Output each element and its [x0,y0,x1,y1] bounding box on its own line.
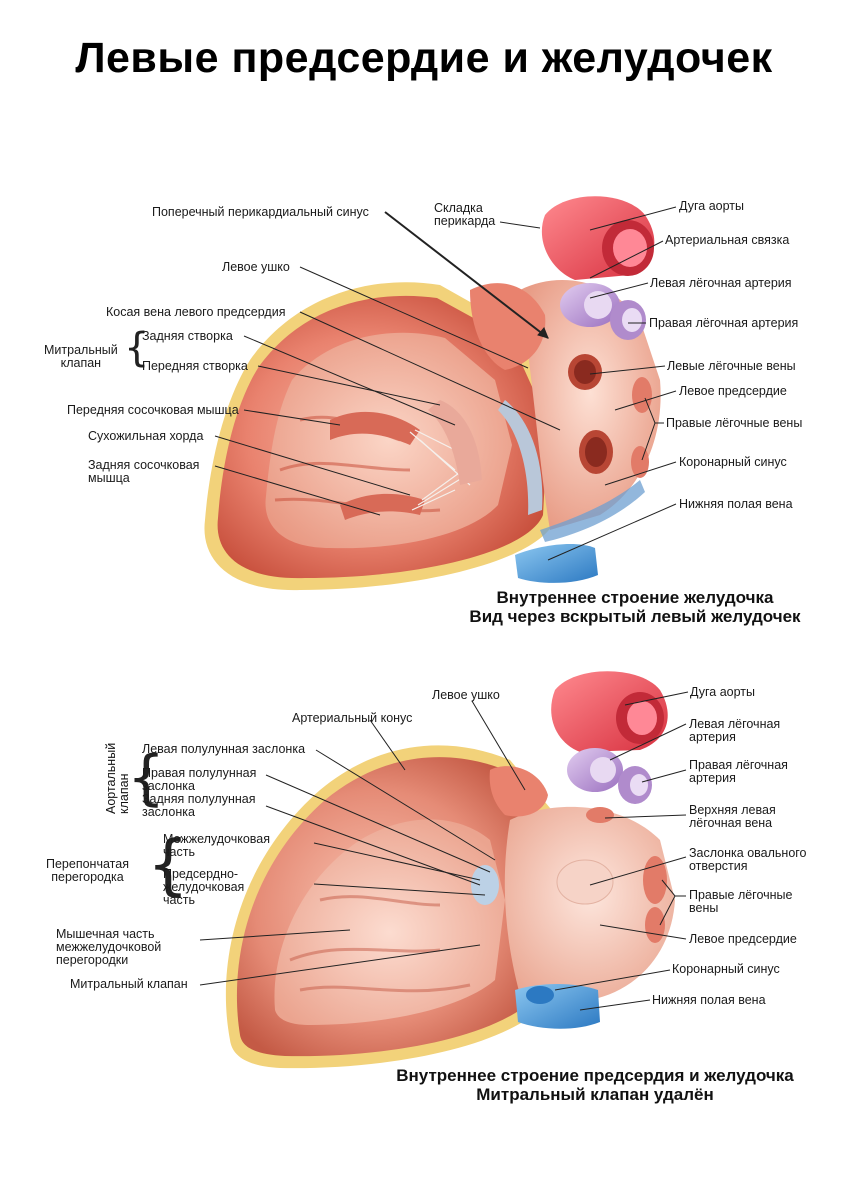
label-right-pulm-veins-1: Правые лёгочные вены [666,416,803,430]
label-oblique-vein: Косая вена левого предсердия [106,305,286,319]
label-transverse-sinus: Поперечный перикардиальный синус [152,205,369,219]
figure2-leader-lines [199,691,689,1011]
label-posterior-papillary: Задняя сосочковая мышца [88,458,200,485]
label-coronary-sinus-1: Коронарный синус [679,455,787,469]
label-aortic-arch-1: Дуга аорты [679,199,744,213]
label-ivc-2: Нижняя полая вена [652,993,766,1007]
label-membranous-septum: Перепончатая перегородка [46,857,129,884]
figure2-caption-line1: Внутреннее строение предсердия и желудоч… [396,1066,794,1085]
label-right-pulm-artery-1: Правая лёгочная артерия [649,316,799,330]
figure1-caption-line2: Вид через вскрытый левый желудочек [469,607,801,626]
label-atrioventricular-part: Предсердно- желудочковая часть [163,867,245,907]
label-mitral-valve-1: Митральный клапан [44,343,118,370]
label-coronary-sinus-2: Коронарный синус [672,962,780,976]
label-left-semilunar: Левая полулунная заслонка [142,742,306,756]
label-left-auricle-2: Левое ушко [432,688,500,702]
label-ivc-1: Нижняя полая вена [679,497,793,511]
label-arterial-cone: Артериальный конус [292,711,413,725]
brace-mitral-1: { [124,325,150,371]
brace-membranous-septum: { [147,826,189,903]
label-oval-foramen-valve: Заслонка овального отверстия [689,846,807,873]
label-interventricular-part: Межжелудочковая часть [163,832,271,859]
label-mitral-valve-2: Митральный клапан [70,977,188,991]
figure1-leader-lines [214,206,677,561]
label-arterial-ligament: Артериальная связка [665,233,790,247]
label-left-atrium-1: Левое предсердие [679,384,787,398]
label-right-pulm-artery-2: Правая лёгочная артерия [689,758,788,785]
label-right-semilunar: Правая полулунная заслонка [142,766,257,793]
label-left-pulm-artery-2: Левая лёгочная артерия [689,717,781,744]
label-pericardial-fold: Складка перикарда [434,201,496,228]
label-chordae: Сухожильная хорда [88,429,204,443]
label-posterior-semilunar: Задняя полулунная заслонка [142,792,256,819]
label-posterior-cusp: Задняя створка [142,329,233,343]
label-aortic-arch-2: Дуга аорты [690,685,755,699]
page-title: Левые предсердие и желудочек [75,34,773,82]
heart-1 [204,196,661,591]
label-upper-left-pulm-vein: Верхняя левая лёгочная вена [689,803,776,830]
label-anterior-papillary: Передняя сосочковая мышца [67,403,239,417]
label-left-atrium-2: Левое предсердие [689,932,797,946]
label-right-pulm-veins-2: Правые лёгочные вены [689,888,793,915]
label-anterior-cusp: Передняя створка [142,359,248,373]
brace-aortic-valve: { [127,743,166,813]
label-left-auricle-1: Левое ушко [222,260,290,274]
label-muscular-septum: Мышечная часть межжелудочковой перегород… [56,927,162,967]
figure1-caption-line1: Внутреннее строение желудочка [496,588,774,607]
figure2-caption-line2: Митральный клапан удалён [476,1085,714,1104]
heart-2 [225,671,675,1069]
label-left-pulm-veins-1: Левые лёгочные вены [667,359,796,373]
label-left-pulm-artery-1: Левая лёгочная артерия [650,276,792,290]
